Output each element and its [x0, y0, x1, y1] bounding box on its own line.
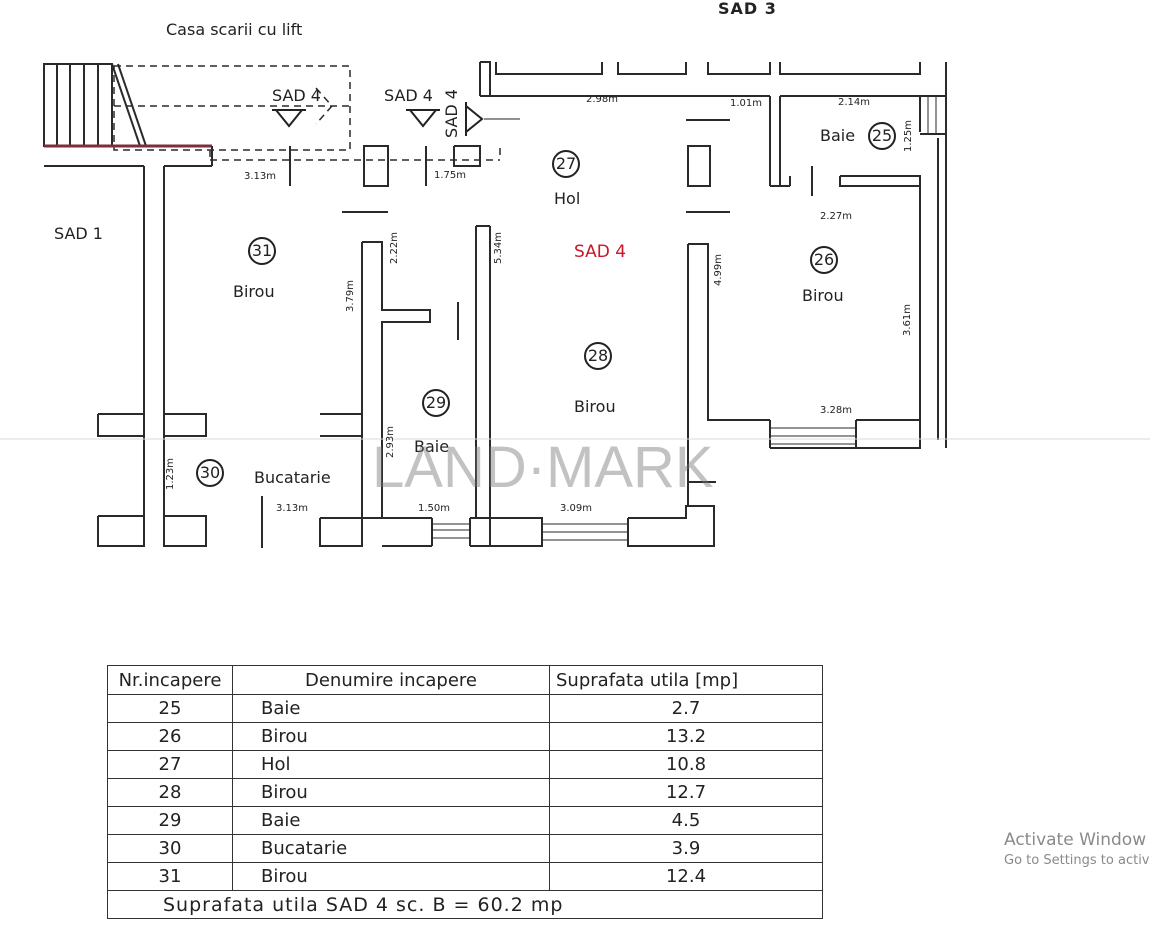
- table-row: 26 Birou 13.2: [107, 722, 823, 751]
- dim-328: 3.28m: [820, 405, 853, 416]
- floor-plan: [0, 61, 1150, 548]
- dim-534: 5.34m: [493, 231, 504, 264]
- cell-room-name: Bucatarie: [232, 834, 550, 863]
- staircase: [43, 63, 147, 147]
- cell-room-number: 28: [107, 778, 233, 807]
- room-name-28: Birou: [574, 397, 616, 416]
- level-markers: [272, 102, 484, 136]
- sad4-label-c: SAD 4: [442, 89, 461, 138]
- dim-123: 1.23m: [165, 457, 176, 490]
- header-room-number: Nr.incapere: [107, 665, 233, 695]
- room-name-25: Baie: [820, 126, 856, 145]
- sad4-label-a: SAD 4: [272, 86, 321, 105]
- room-number-30: 30: [196, 459, 224, 487]
- room-name-26: Birou: [802, 286, 844, 305]
- table-row: 25 Baie 2.7: [107, 694, 823, 723]
- dim-175: 1.75m: [434, 170, 467, 181]
- room-number-28: 28: [584, 342, 612, 370]
- cell-room-name: Baie: [232, 806, 550, 835]
- cell-area: 12.4: [549, 862, 823, 891]
- sad1-label: SAD 1: [54, 224, 103, 243]
- dim-222: 2.22m: [389, 231, 400, 264]
- cell-room-name: Birou: [232, 862, 550, 891]
- dim-313-top: 3.13m: [244, 171, 277, 182]
- room-number-25: 25: [868, 122, 896, 150]
- room-number-27: 27: [552, 150, 580, 178]
- cell-area: 13.2: [549, 722, 823, 751]
- dim-379: 3.79m: [345, 279, 356, 312]
- header-area: Suprafata utila [mp]: [549, 665, 823, 695]
- cell-room-name: Baie: [232, 694, 550, 723]
- dim-309: 3.09m: [560, 503, 593, 514]
- landmark-watermark: LAND·MARK: [372, 435, 714, 500]
- cell-room-number: 29: [107, 806, 233, 835]
- sad4-main-label: SAD 4: [574, 242, 627, 262]
- stair-label: Casa scarii cu lift: [166, 20, 303, 39]
- room-number-31: 31: [248, 237, 276, 265]
- dim-101: 1.01m: [730, 98, 763, 109]
- table-row: 27 Hol 10.8: [107, 750, 823, 779]
- sad3-label: SAD 3: [718, 0, 777, 18]
- cell-area: 12.7: [549, 778, 823, 807]
- activate-windows-title: Activate Window: [1004, 830, 1147, 850]
- sad4-label-b: SAD 4: [384, 86, 433, 105]
- table-row: 28 Birou 12.7: [107, 778, 823, 807]
- cell-area: 2.7: [549, 694, 823, 723]
- cell-room-name: Hol: [232, 750, 550, 779]
- cell-room-number: 25: [107, 694, 233, 723]
- table-row: 29 Baie 4.5: [107, 806, 823, 835]
- cell-room-number: 30: [107, 834, 233, 863]
- cell-area: 4.5: [549, 806, 823, 835]
- dim-150: 1.50m: [418, 503, 451, 514]
- dim-214: 2.14m: [838, 97, 871, 108]
- dim-499: 4.99m: [713, 253, 724, 286]
- cell-room-name: Birou: [232, 778, 550, 807]
- table-header-row: Nr.incapere Denumire incapere Suprafata …: [107, 665, 823, 695]
- activate-windows-hint[interactable]: Go to Settings to activ: [1004, 853, 1150, 868]
- dim-227: 2.27m: [820, 211, 853, 222]
- dim-298: 2.98m: [586, 94, 619, 105]
- cell-room-number: 26: [107, 722, 233, 751]
- cell-room-name: Birou: [232, 722, 550, 751]
- dim-361: 3.61m: [902, 303, 913, 336]
- dim-313-bottom: 3.13m: [276, 503, 309, 514]
- cell-room-number: 31: [107, 862, 233, 891]
- cell-room-number: 27: [107, 750, 233, 779]
- table-row: 30 Bucatarie 3.9: [107, 834, 823, 863]
- room-name-30: Bucatarie: [254, 468, 331, 487]
- cell-area: 10.8: [549, 750, 823, 779]
- table-row: 31 Birou 12.4: [107, 862, 823, 891]
- room-number-26: 26: [810, 246, 838, 274]
- table-total-row: Suprafata utila SAD 4 sc. B = 60.2 mp: [107, 890, 823, 919]
- room-name-27: Hol: [554, 189, 581, 208]
- room-number-29: 29: [422, 389, 450, 417]
- dim-125: 1.25m: [903, 119, 914, 152]
- room-name-29: Baie: [414, 437, 450, 456]
- lift-outline: [113, 65, 501, 161]
- room-name-31: Birou: [233, 282, 275, 301]
- total-area: Suprafata utila SAD 4 sc. B = 60.2 mp: [107, 890, 823, 919]
- area-table: Nr.incapere Denumire incapere Suprafata …: [107, 665, 823, 919]
- cell-area: 3.9: [549, 834, 823, 863]
- header-room-name: Denumire incapere: [232, 665, 550, 695]
